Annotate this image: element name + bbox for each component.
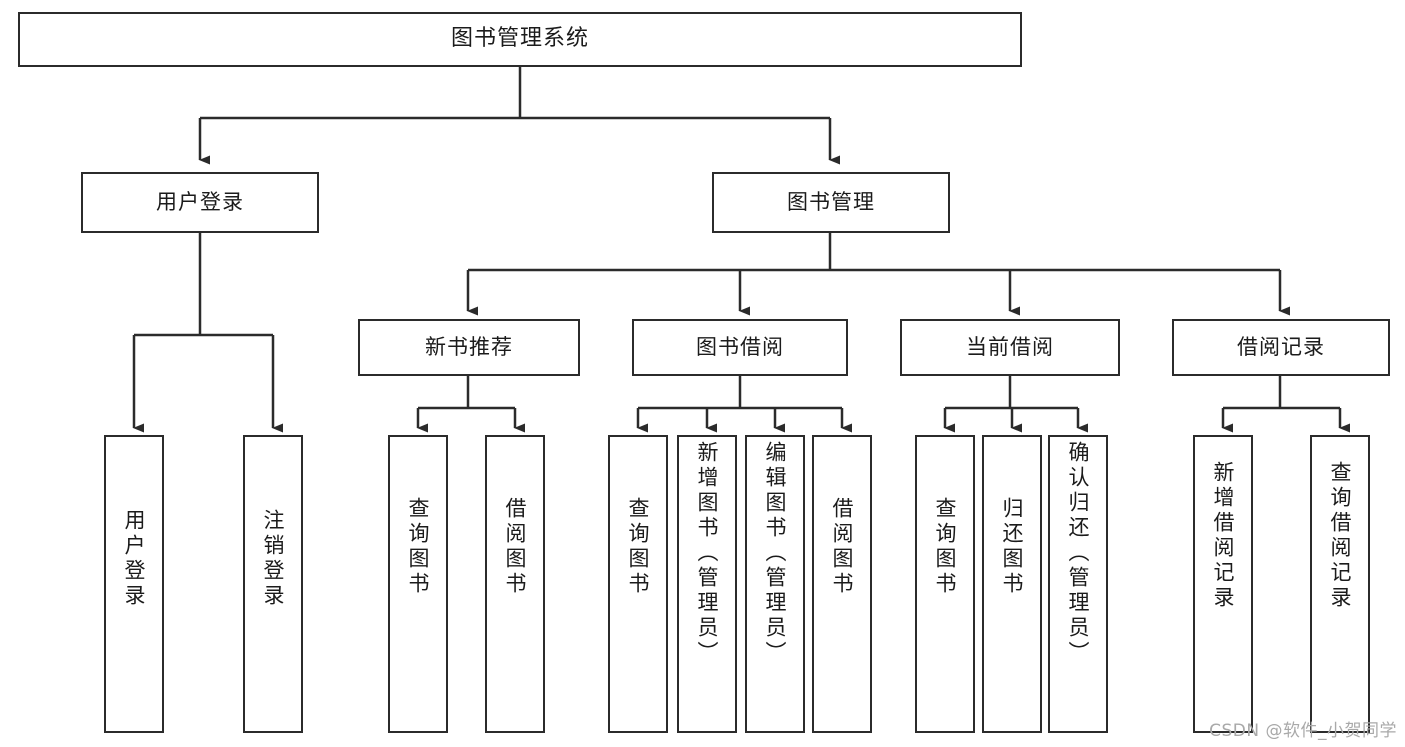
node-label: 图书管理	[787, 189, 875, 214]
node-label: 当前借阅	[966, 334, 1054, 359]
leaf-book-borrow-borrow[interactable]: 借阅图书	[812, 435, 872, 733]
node-label: 借阅记录	[1237, 334, 1325, 359]
node-label: 图书借阅	[696, 334, 784, 359]
node-label: 用户登录	[156, 189, 244, 214]
node-label: 新书推荐	[425, 334, 513, 359]
leaf-new-book-borrow[interactable]: 借阅图书	[485, 435, 545, 733]
leaf-book-borrow-edit[interactable]: 编辑图书（管理员）	[745, 435, 805, 733]
node-book-borrow[interactable]: 图书借阅	[632, 319, 848, 376]
node-label: 新增借阅记录	[1211, 461, 1236, 611]
leaf-new-book-query[interactable]: 查询图书	[388, 435, 448, 733]
node-book-management[interactable]: 图书管理	[712, 172, 950, 233]
leaf-book-borrow-query[interactable]: 查询图书	[608, 435, 668, 733]
node-label: 归还图书	[1000, 497, 1025, 597]
node-label: 确认归还（管理员）	[1066, 441, 1091, 666]
node-label: 图书管理系统	[450, 26, 589, 52]
node-borrow-record[interactable]: 借阅记录	[1172, 319, 1390, 376]
node-label: 借阅图书	[830, 497, 855, 597]
node-user-login[interactable]: 用户登录	[81, 172, 319, 233]
node-label: 编辑图书（管理员）	[763, 441, 788, 666]
leaf-user-login-logout[interactable]: 注销登录	[243, 435, 303, 733]
leaf-book-borrow-add[interactable]: 新增图书（管理员）	[677, 435, 737, 733]
node-label: 查询图书	[406, 497, 431, 597]
leaf-borrow-record-query[interactable]: 查询借阅记录	[1310, 435, 1370, 733]
node-label: 用户登录	[122, 509, 147, 609]
node-root-system[interactable]: 图书管理系统	[18, 12, 1022, 67]
leaf-user-login-login[interactable]: 用户登录	[104, 435, 164, 733]
node-label: 查询借阅记录	[1328, 461, 1353, 611]
node-label: 注销登录	[261, 509, 286, 609]
node-label: 借阅图书	[503, 497, 528, 597]
node-label: 查询图书	[933, 497, 958, 597]
leaf-current-borrow-confirm[interactable]: 确认归还（管理员）	[1048, 435, 1108, 733]
node-current-borrow[interactable]: 当前借阅	[900, 319, 1120, 376]
leaf-current-borrow-query[interactable]: 查询图书	[915, 435, 975, 733]
leaf-current-borrow-return[interactable]: 归还图书	[982, 435, 1042, 733]
node-label: 查询图书	[626, 497, 651, 597]
leaf-borrow-record-add[interactable]: 新增借阅记录	[1193, 435, 1253, 733]
node-label: 新增图书（管理员）	[695, 441, 720, 666]
node-new-book-recommend[interactable]: 新书推荐	[358, 319, 580, 376]
